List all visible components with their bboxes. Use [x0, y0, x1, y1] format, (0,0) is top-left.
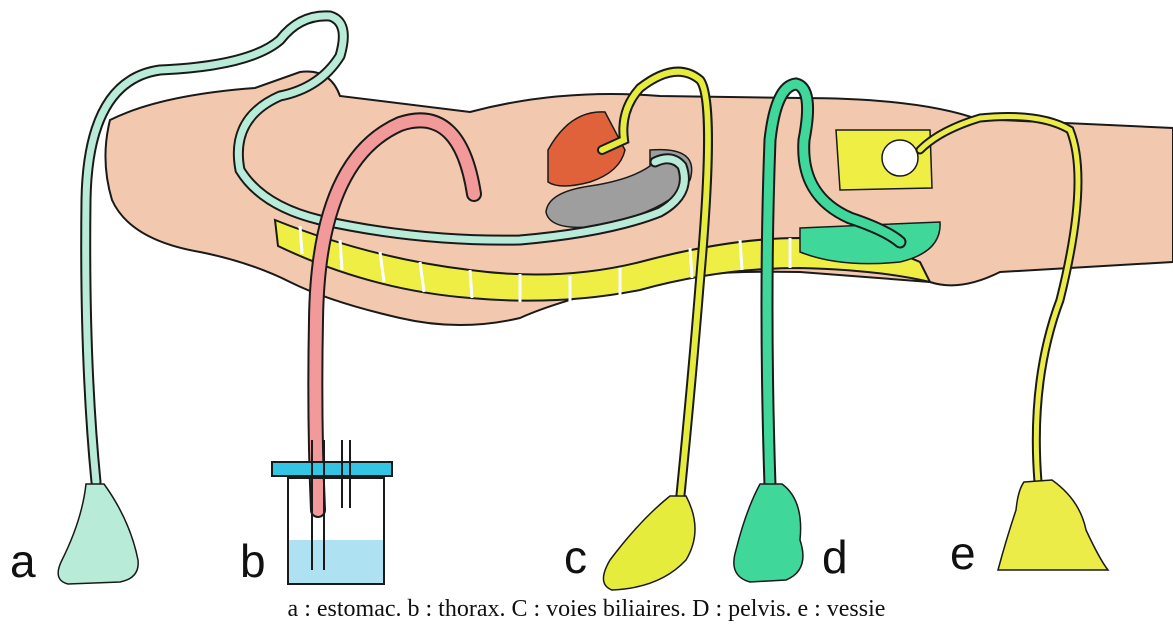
label-b: b [240, 538, 266, 584]
gastric-drain-bag [58, 484, 138, 584]
figure-caption: a : estomac. b : thorax. C : voies bilia… [0, 596, 1173, 623]
biliary-drain-bag [603, 496, 695, 590]
label-a: a [10, 538, 36, 584]
bladder-drain-bag [998, 480, 1108, 570]
label-e: e [950, 530, 976, 576]
label-c: c [564, 534, 587, 580]
bottle-cap [272, 462, 392, 476]
label-d: d [822, 534, 848, 580]
bladder [882, 140, 918, 176]
water-seal-bottle [272, 440, 392, 584]
pelvic-drain-bag [734, 484, 803, 582]
bottle-water [288, 540, 384, 584]
